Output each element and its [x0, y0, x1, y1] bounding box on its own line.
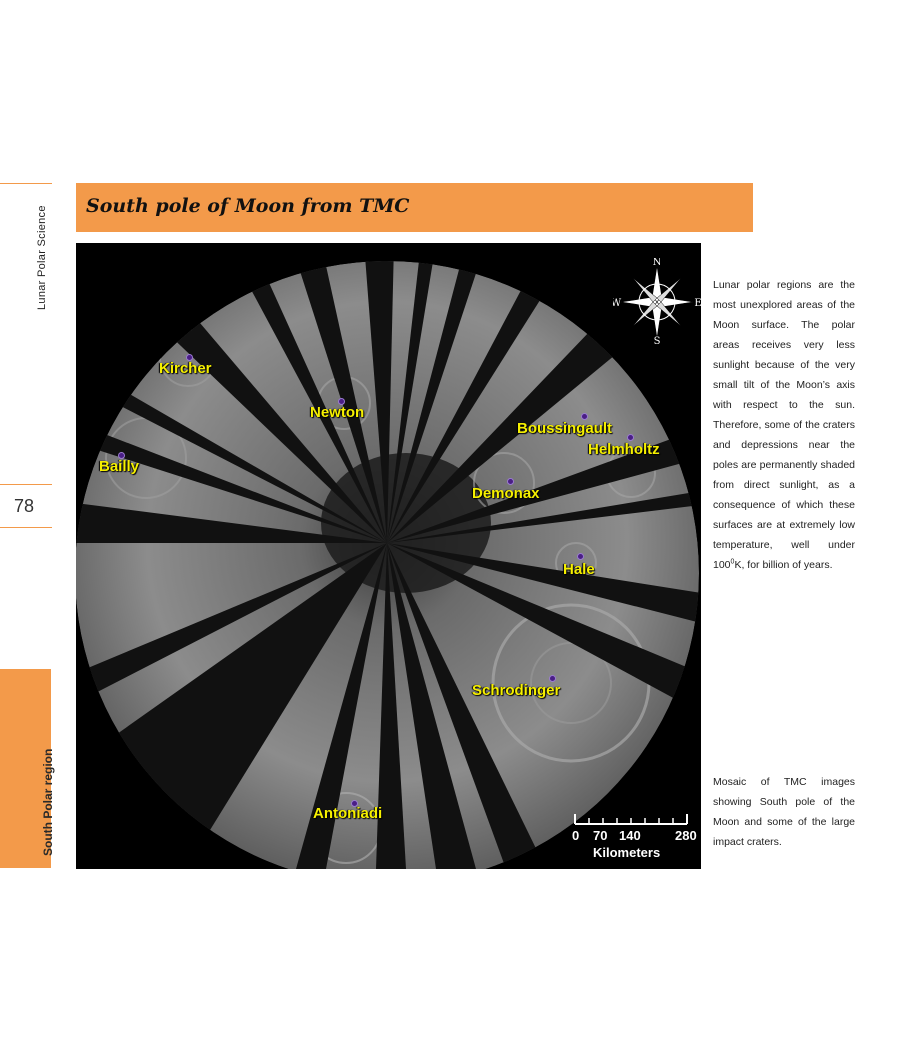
intro-paragraph: Lunar polar regions are the most unexplo… [713, 275, 855, 575]
compass-n: N [653, 258, 662, 268]
label-newton: Newton [310, 404, 365, 421]
page-title: South pole of Moon from TMC [86, 195, 410, 217]
label-demonax: Demonax [472, 485, 540, 502]
compass-e: E [694, 298, 701, 309]
title-bar: South pole of Moon from TMC [76, 183, 753, 232]
boussingault-marker [581, 413, 588, 420]
scale-tick-0: 0 [572, 828, 580, 843]
scale-tick-70: 70 [593, 828, 608, 843]
moon-mosaic-figure: N S W E Kircher Newton Bailly Boussingau… [76, 243, 701, 869]
newton-marker [338, 398, 345, 405]
sidebar-top-rule [0, 183, 52, 184]
compass-rose-icon: N S W E [613, 258, 701, 344]
page-number-top-rule [0, 484, 52, 485]
label-helmholtz: Helmholtz [588, 441, 660, 458]
label-kircher: Kircher [159, 360, 212, 377]
intro-text-end: K, for billion of years. [734, 559, 833, 571]
figure-caption: Mosaic of TMC images showing South pole … [713, 776, 855, 848]
kircher-marker [186, 354, 193, 361]
compass-w: W [613, 298, 622, 309]
antoniadi-marker [351, 800, 358, 807]
scale-tick-280: 280 [675, 828, 697, 843]
compass-s: S [654, 336, 661, 344]
intro-superscript: 0 [730, 558, 735, 566]
schrodinger-marker [549, 675, 556, 682]
helmholtz-marker [627, 434, 634, 441]
page-number: 78 [14, 496, 35, 516]
scale-bar [574, 814, 688, 825]
demonax-marker [507, 478, 514, 485]
book-title: Lunar Polar Science [36, 205, 48, 310]
intro-text: Lunar polar regions are the most unexplo… [713, 279, 855, 571]
section-label: South Polar region [41, 748, 55, 856]
hale-marker [577, 553, 584, 560]
scale-tick-140: 140 [619, 828, 641, 843]
scale-unit: Kilometers [593, 845, 661, 860]
label-schrodinger: Schrodinger [472, 682, 561, 699]
label-boussingault: Boussingault [517, 420, 613, 437]
page-number-bottom-rule [0, 527, 52, 528]
bailly-marker [118, 452, 125, 459]
label-bailly: Bailly [99, 458, 140, 475]
moon-mosaic-image [76, 243, 701, 869]
label-antoniadi: Antoniadi [313, 805, 383, 822]
section-tab [0, 669, 51, 868]
label-hale: Hale [563, 561, 595, 578]
